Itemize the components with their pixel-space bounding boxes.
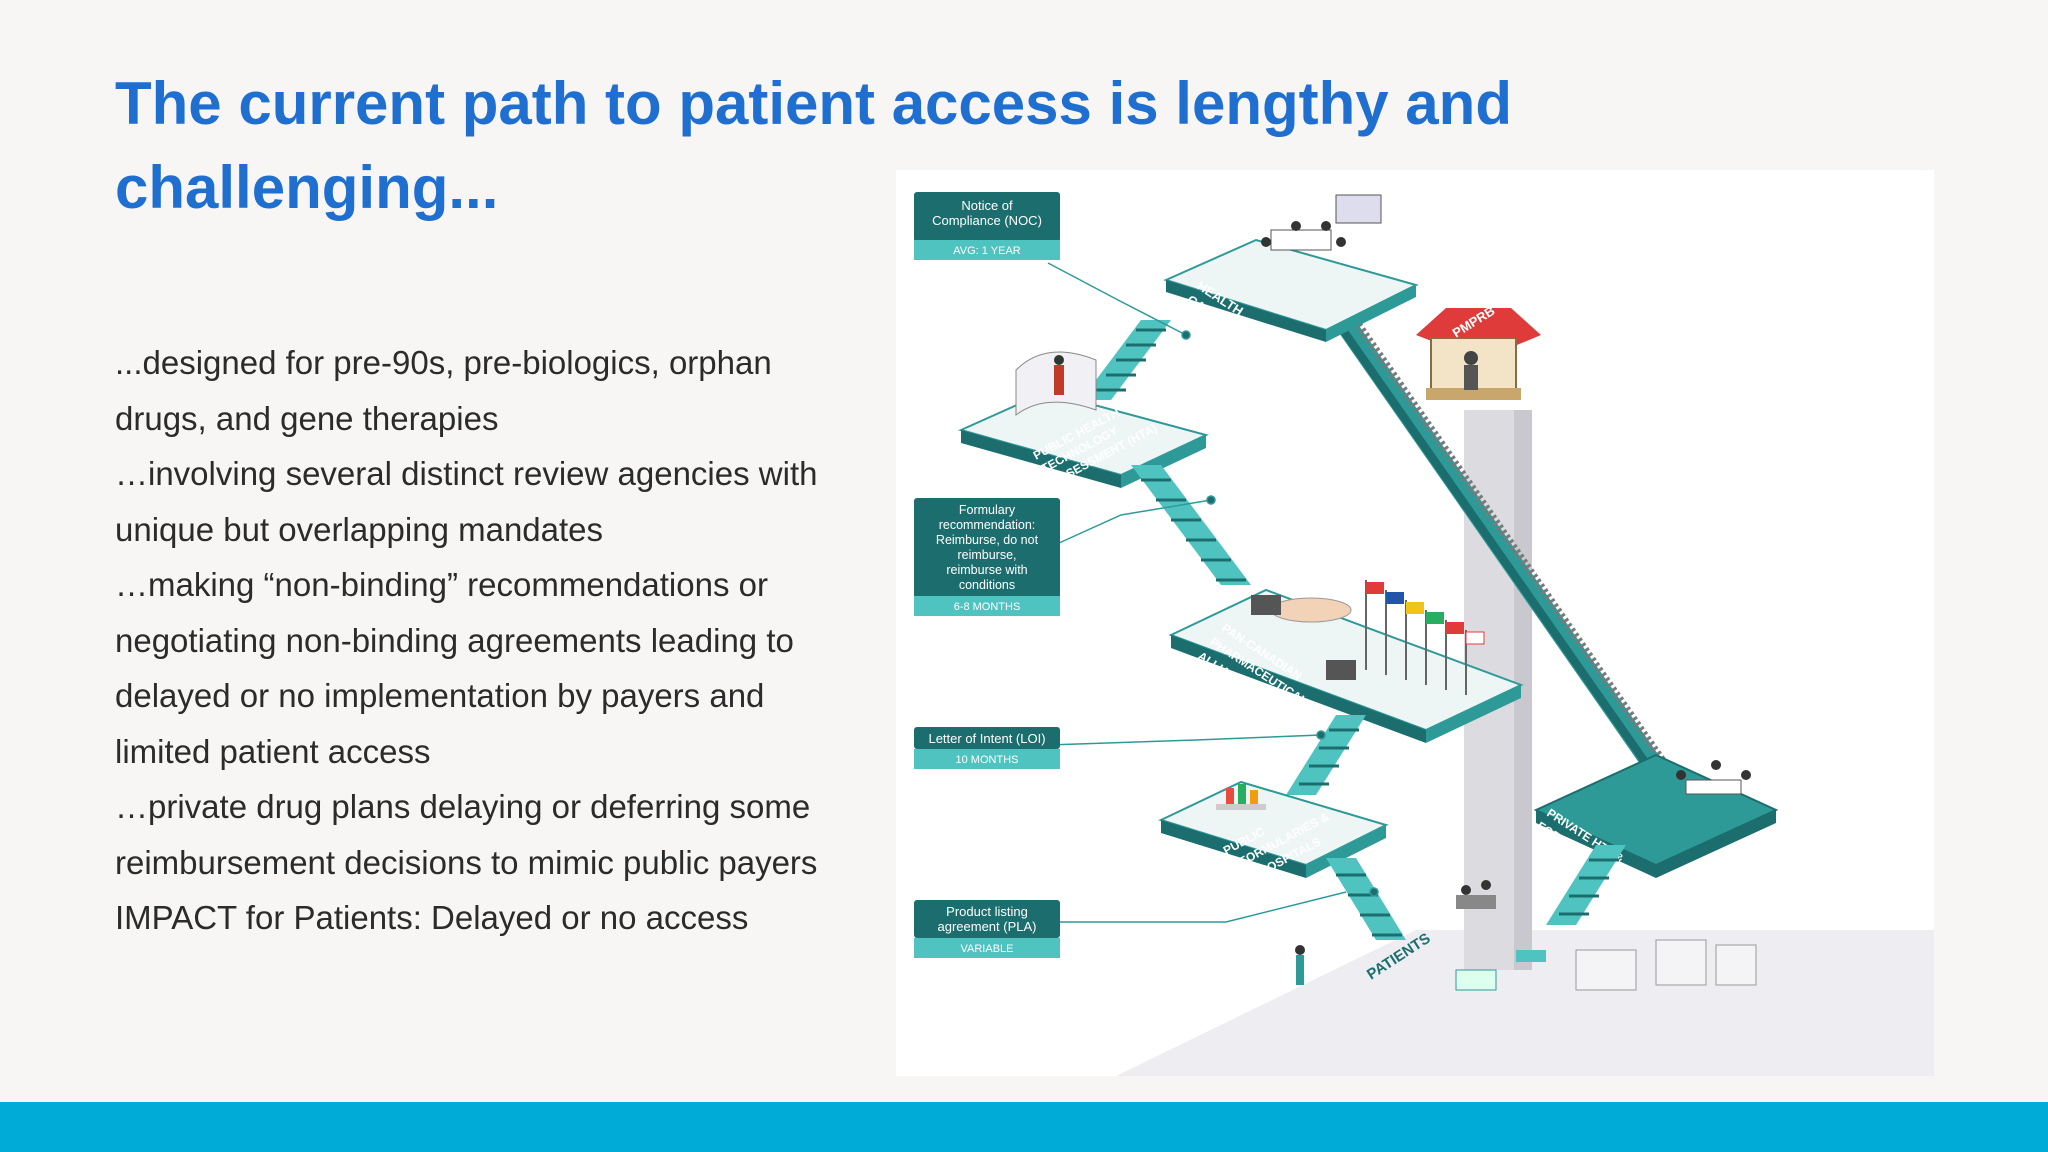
callout-pla-line1: Product listing: [946, 904, 1028, 919]
lab-bottles: [1216, 784, 1266, 810]
title-line-2: challenging...: [115, 154, 499, 221]
body-line: delayed or no implementation by payers a…: [115, 677, 765, 714]
callout-formulary-line1: Formulary: [959, 503, 1016, 517]
slide-title: The current path to patient access is le…: [115, 62, 1615, 230]
callout-formulary-line6: conditions: [959, 578, 1015, 592]
private-meeting-figures: [1676, 760, 1751, 795]
title-line-1: The current path to patient access is le…: [115, 70, 1512, 137]
callout-pla-time: VARIABLE: [961, 943, 1014, 955]
callout-formulary-time: 6-8 MONTHS: [954, 601, 1021, 613]
callout-pla-line2: agreement (PLA): [938, 919, 1037, 934]
callout-connectors: [1047, 262, 1379, 923]
flags-and-handshake: [1251, 580, 1485, 695]
callout-noc-line2: Compliance (NOC): [932, 213, 1042, 228]
callout-formulary-line2: recommendation:: [939, 518, 1036, 532]
patients-area-figures: [1295, 880, 1757, 991]
callout-formulary-line3: Reimburse, do not: [936, 533, 1039, 547]
pathway-svg: HEALTH CANADA PUBLIC HEALTH TECHNOLOGY A…: [914, 192, 1934, 1076]
callout-loi-line1: Letter of Intent (LOI): [928, 731, 1045, 746]
stairs-pcpa-to-public: [1286, 715, 1366, 795]
stairs-private-to-patients: [1546, 845, 1626, 925]
body-line: reimbursement decisions to mimic public …: [115, 843, 818, 881]
body-text: ...designed for pre-90s, pre-biologics, …: [115, 335, 875, 946]
callout-pla: Product listing agreement (PLA) VARIABLE: [914, 900, 1060, 958]
body-line: unique but overlapping mandates: [115, 510, 604, 548]
footer-bar: [0, 1102, 2048, 1152]
callout-formulary-line4: reimburse,: [957, 548, 1016, 562]
callout-noc: Notice of Compliance (NOC) AVG: 1 YEAR: [914, 192, 1060, 260]
body-line: …making “non-binding” recommendations or: [115, 566, 768, 603]
body-line: IMPACT for Patients: Delayed or no acces…: [115, 899, 749, 936]
meeting-table-figures: [1261, 194, 1382, 251]
body-line: limited patient access: [115, 732, 431, 770]
callout-formulary: Formulary recommendation: Reimburse, do …: [914, 498, 1060, 616]
callout-loi: Letter of Intent (LOI) 10 MONTHS: [914, 727, 1060, 769]
callout-loi-time: 10 MONTHS: [956, 754, 1019, 766]
stairs-public-to-patients: [1326, 858, 1406, 940]
hta-researcher-figure: [1015, 351, 1097, 417]
stairs-hc-to-hta: [1081, 320, 1171, 400]
body-line: drugs, and gene therapies: [115, 399, 499, 437]
callout-formulary-line5: reimburse with: [946, 563, 1027, 577]
body-line: …involving several distinct review agenc…: [115, 455, 818, 492]
patient-access-pathway-illustration: HEALTH CANADA PUBLIC HEALTH TECHNOLOGY A…: [896, 170, 1934, 1076]
callout-noc-line1: Notice of: [961, 198, 1013, 213]
body-line: …private drug plans delaying or deferrin…: [115, 788, 811, 825]
body-line: ...designed for pre-90s, pre-biologics, …: [115, 344, 772, 381]
stairs-hta-to-pcpa: [1131, 465, 1251, 585]
body-line: negotiating non-binding agreements leadi…: [115, 621, 794, 659]
callout-noc-time: AVG: 1 YEAR: [953, 245, 1021, 257]
pmprb-tower: [1416, 308, 1541, 400]
